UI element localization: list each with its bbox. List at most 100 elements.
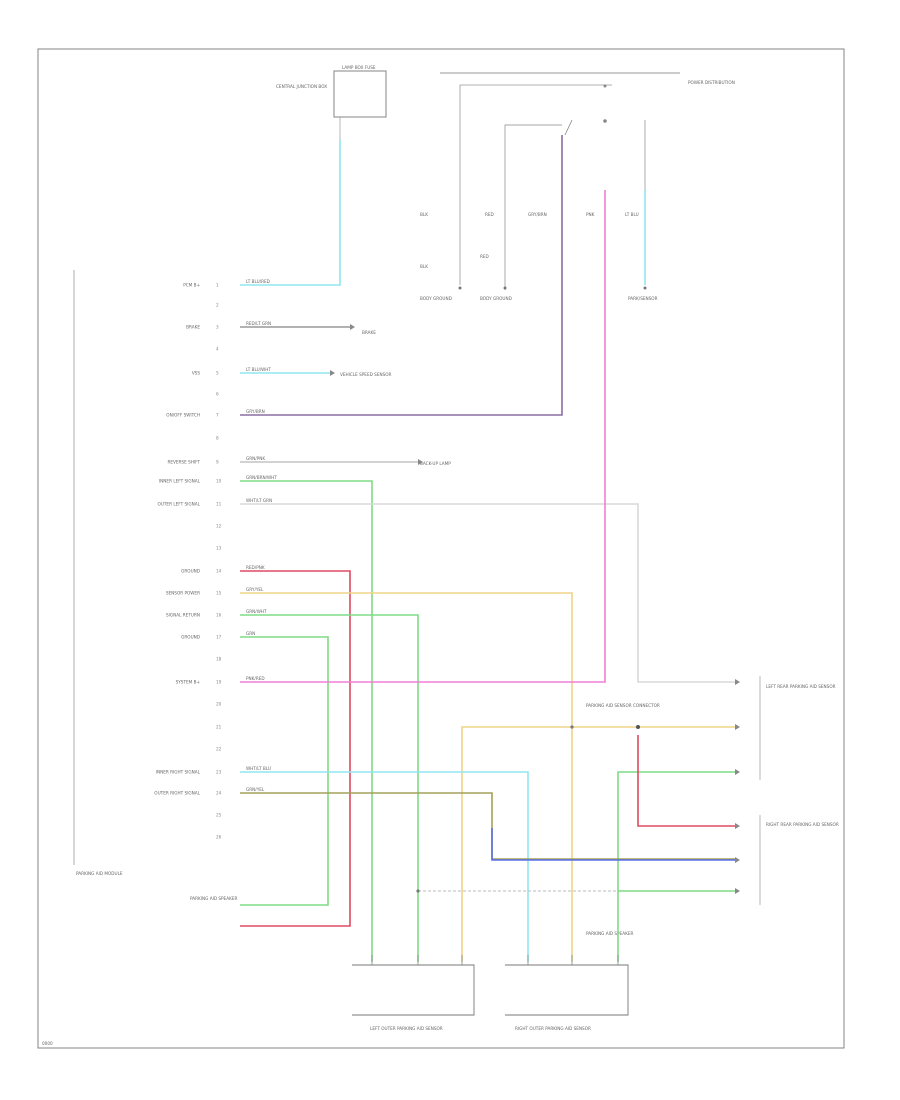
pin-number: 24: [216, 791, 222, 796]
wire-green-inner-left: [240, 480, 373, 962]
svg-text:GRY/BRN: GRY/BRN: [528, 212, 547, 217]
pin-number: 7: [216, 413, 219, 418]
sensor-connector-label: PARKING AID SENSOR CONNECTOR: [586, 703, 660, 708]
vss-label: VEHICLE SPEED SENSOR: [340, 372, 392, 377]
svg-text:RED: RED: [485, 212, 494, 217]
backup-lamp-label: BACK-UP LAMP: [420, 461, 451, 466]
pin-wire-color: PNK/RED: [246, 676, 265, 681]
wire-pink-bplus: [240, 190, 606, 683]
pin-label: BRAKE: [186, 325, 200, 330]
pin-wire-color: RED/PNK: [246, 565, 265, 570]
pin-label: SYSTEM B+: [176, 680, 201, 685]
wire-green-ground: [240, 636, 329, 906]
wire-yellow-connector: [461, 726, 735, 962]
wire-gray-outer-left: [240, 503, 735, 683]
pin-wire-color: GRN/PNK: [246, 456, 265, 461]
figure-code: 0000: [42, 1041, 53, 1046]
wire-green-return: [240, 614, 419, 962]
diagram-frame: [37, 48, 845, 1049]
pin-wire-color: RED/LT GRN: [246, 321, 271, 326]
body-ground-label-2: BODY GROUND: [480, 296, 512, 301]
pin-wire-color: GRN/BRN/WHT: [246, 475, 277, 480]
pin-number: 25: [216, 813, 222, 818]
wire-cyan-inner-right: [240, 771, 529, 962]
pin-number: 17: [216, 635, 222, 640]
pin-number: 11: [216, 502, 222, 507]
pin-number: 6: [216, 392, 219, 397]
pin-label: SIGNAL RETURN: [166, 613, 200, 618]
pin-wire-color: GRY/YEL: [246, 587, 264, 592]
body-ground-label-1: BODY GROUND: [420, 296, 452, 301]
connector-arrows: [330, 324, 740, 894]
wire-cyan-bplus: [240, 140, 341, 286]
wire-olive-outer-right: [240, 792, 735, 860]
pin-wire-color: WHT/LT GRN: [246, 498, 272, 503]
pin-wire-color: GRN/WHT: [246, 609, 267, 614]
connector-stubs: [371, 955, 619, 965]
pin-label: GROUND: [181, 635, 200, 640]
pin-label: REVERSE SHIFT: [167, 460, 200, 465]
pin-number: 19: [216, 680, 222, 685]
pin-label: INNER LEFT SIGNAL: [159, 479, 201, 484]
pin-wire-color: LT BLU/RED: [246, 279, 270, 284]
fuse-box-side-label: CENTRAL JUNCTION BOX: [276, 84, 327, 89]
switch-wire: [504, 124, 562, 290]
right-outer-sensor-box: RIGHT OUTER PARKING AID SENSOR: [505, 964, 629, 1031]
pin-label: ON/OFF SWITCH: [166, 413, 200, 418]
wire-green-connector: [617, 771, 735, 962]
wire-yellow-power: [240, 592, 573, 962]
pin-number: 14: [216, 569, 222, 574]
svg-text:BLK: BLK: [420, 212, 428, 217]
power-distribution-label: POWER DISTRIBUTION: [688, 80, 735, 85]
pin-wire-color: LT BLU/WHT: [246, 367, 271, 372]
brake-label: BRAKE: [362, 330, 376, 335]
pin-wire-color: WHT/LT BLU: [246, 766, 271, 771]
wire-blue-tail: [491, 828, 735, 861]
pin-label: SENSOR POWER: [166, 591, 200, 596]
pin-number: 4: [216, 347, 219, 352]
pin-label: GROUND: [181, 569, 200, 574]
pin-label: OUTER LEFT SIGNAL: [158, 502, 201, 507]
left-outer-sensor-label: LEFT OUTER PARKING AID SENSOR: [370, 1026, 443, 1031]
left-sensor-label: LEFT REAR PARKING AID SENSOR: [766, 684, 836, 689]
wire-purple-switch: [240, 135, 563, 416]
pin-number: 5: [216, 371, 219, 376]
pin-number: 18: [216, 657, 222, 662]
svg-text:LT BLU: LT BLU: [625, 212, 639, 217]
park-sensor-label: PARK/SENSOR: [628, 296, 658, 301]
pin-label: PCM B+: [183, 283, 200, 288]
pin-number: 8: [216, 436, 219, 441]
svg-text:BLK: BLK: [420, 264, 428, 269]
svg-text:RED: RED: [480, 254, 489, 259]
pin-number: 1: [216, 283, 219, 288]
pin-number: 26: [216, 835, 222, 840]
pin-number: 15: [216, 591, 222, 596]
pin-number: 20: [216, 702, 222, 707]
pin-number: 22: [216, 747, 222, 752]
speaker-label: PARKING AID SPEAKER: [190, 896, 237, 901]
pin-number: 9: [216, 460, 219, 465]
fuse-box: LAMP BOX FUSE CENTRAL JUNCTION BOX: [276, 65, 387, 140]
pin-number: 23: [216, 770, 222, 775]
pin-number: 13: [216, 546, 222, 551]
pin-number: 12: [216, 524, 222, 529]
pin-wire-color: GRY/BRN: [246, 409, 265, 414]
pin-number: 10: [216, 479, 222, 484]
pin-label: VSS: [192, 371, 201, 376]
wire-red-ground: [240, 570, 351, 927]
pin-number: 3: [216, 325, 219, 330]
speaker-connector-label: PARKING AID SPEAKER: [586, 931, 633, 936]
left-outer-sensor-box: LEFT OUTER PARKING AID SENSOR: [352, 964, 475, 1031]
pin-number: 21: [216, 725, 222, 730]
svg-text:PNK: PNK: [586, 212, 595, 217]
pin-number: 2: [216, 303, 219, 308]
right-sensor-label: RIGHT REAR PARKING AID SENSOR: [766, 822, 839, 827]
pin-number: 16: [216, 613, 222, 618]
pin-wire-color: GRN: [246, 631, 255, 636]
pin-wire-color: GRN/YEL: [246, 787, 265, 792]
module-label: PARKING AID MODULE: [76, 871, 123, 876]
fuse-box-label: LAMP BOX FUSE: [342, 65, 376, 70]
wire-red-connector: [637, 735, 735, 827]
